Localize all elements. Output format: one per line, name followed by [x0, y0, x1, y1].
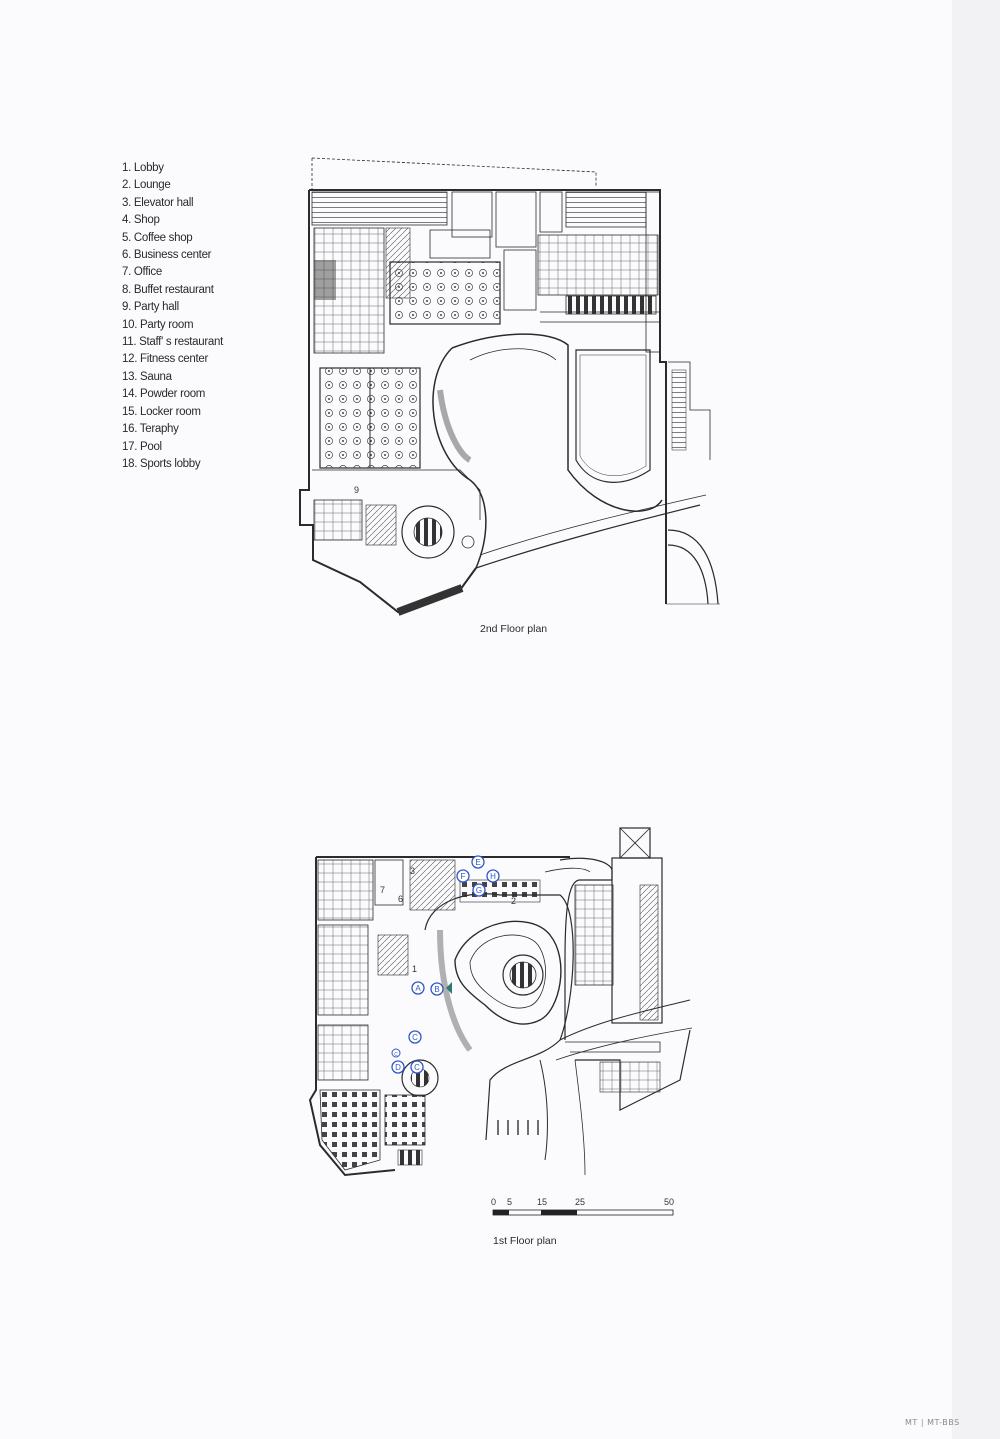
scale-tick-label: 50 — [664, 1197, 675, 1207]
second-floor-caption: 2nd Floor plan — [480, 623, 548, 635]
svg-text:F: F — [461, 872, 466, 881]
scale-tick-label: 15 — [537, 1197, 548, 1207]
view-marker-g: G — [472, 883, 486, 897]
svg-text:C: C — [414, 1063, 420, 1072]
first-floor-caption: 1st Floor plan — [493, 1235, 557, 1247]
legend-item: 11. Staff' s restaurant — [122, 336, 223, 349]
legend-item: 10. Party room — [122, 318, 194, 331]
svg-text:E: E — [475, 858, 480, 867]
svg-text:G: G — [476, 886, 482, 895]
legend-item: 15. Locker room — [122, 405, 201, 418]
legend-item: 5. Coffee shop — [122, 231, 193, 244]
legend-item: 8. Buffet restaurant — [122, 283, 214, 296]
view-marker-b: B — [430, 982, 444, 996]
view-marker-c3: C — [391, 1048, 401, 1058]
room-legend: 1. Lobby 2. Lounge 3. Elevator hall 4. S… — [122, 160, 223, 473]
scale-tick-label: 0 — [491, 1197, 497, 1207]
svg-text:D: D — [395, 1063, 401, 1072]
room-label: 2 — [511, 896, 516, 906]
scale-tick-label: 5 — [507, 1197, 513, 1207]
room-label: 1 — [412, 964, 417, 974]
legend-item: 7. Office — [122, 266, 162, 279]
entry-arrow-icon — [446, 982, 452, 994]
view-marker-c2: C — [410, 1060, 424, 1074]
svg-text:C: C — [394, 1052, 398, 1058]
view-marker-f: F — [456, 869, 470, 883]
publisher-watermark: MT | MT-BBS — [905, 1418, 960, 1427]
view-marker-c: C — [408, 1030, 422, 1044]
view-marker-d: D — [391, 1060, 405, 1074]
legend-item: 2. Lounge — [122, 179, 171, 192]
view-marker-h: H — [486, 869, 500, 883]
legend-item: 18. Sports lobby — [122, 457, 201, 470]
legend-item: 14. Powder room — [122, 388, 206, 401]
room-label: 6 — [398, 894, 403, 904]
scale-tick-label: 25 — [575, 1197, 586, 1207]
legend-item: 3. Elevator hall — [122, 196, 194, 209]
legend-item: 13. Sauna — [122, 370, 172, 383]
legend-item: 9. Party hall — [122, 301, 179, 314]
legend-item: 16. Teraphy — [122, 423, 179, 436]
svg-text:C: C — [412, 1033, 418, 1042]
scale-bar-graphic — [492, 1209, 674, 1216]
svg-text:H: H — [490, 872, 496, 881]
legend-item: 12. Fitness center — [122, 353, 209, 366]
view-marker-a: A — [411, 981, 425, 995]
legend-item: 1. Lobby — [122, 162, 164, 174]
view-marker-e: E — [471, 855, 485, 869]
legend-item: 17. Pool — [122, 440, 162, 453]
svg-text:B: B — [434, 985, 439, 994]
party-hall-label: 9 — [354, 485, 359, 495]
page-edge — [952, 0, 1000, 1439]
legend-item: 4. Shop — [122, 214, 160, 227]
room-label: 3 — [410, 866, 415, 876]
second-floor-plan: 9 — [299, 157, 720, 616]
svg-text:A: A — [415, 984, 421, 993]
room-label: 7 — [380, 885, 385, 895]
first-floor-plan: 7 3 6 1 2 A B C D C C — [308, 827, 693, 1177]
legend-item: 6. Business center — [122, 249, 212, 262]
